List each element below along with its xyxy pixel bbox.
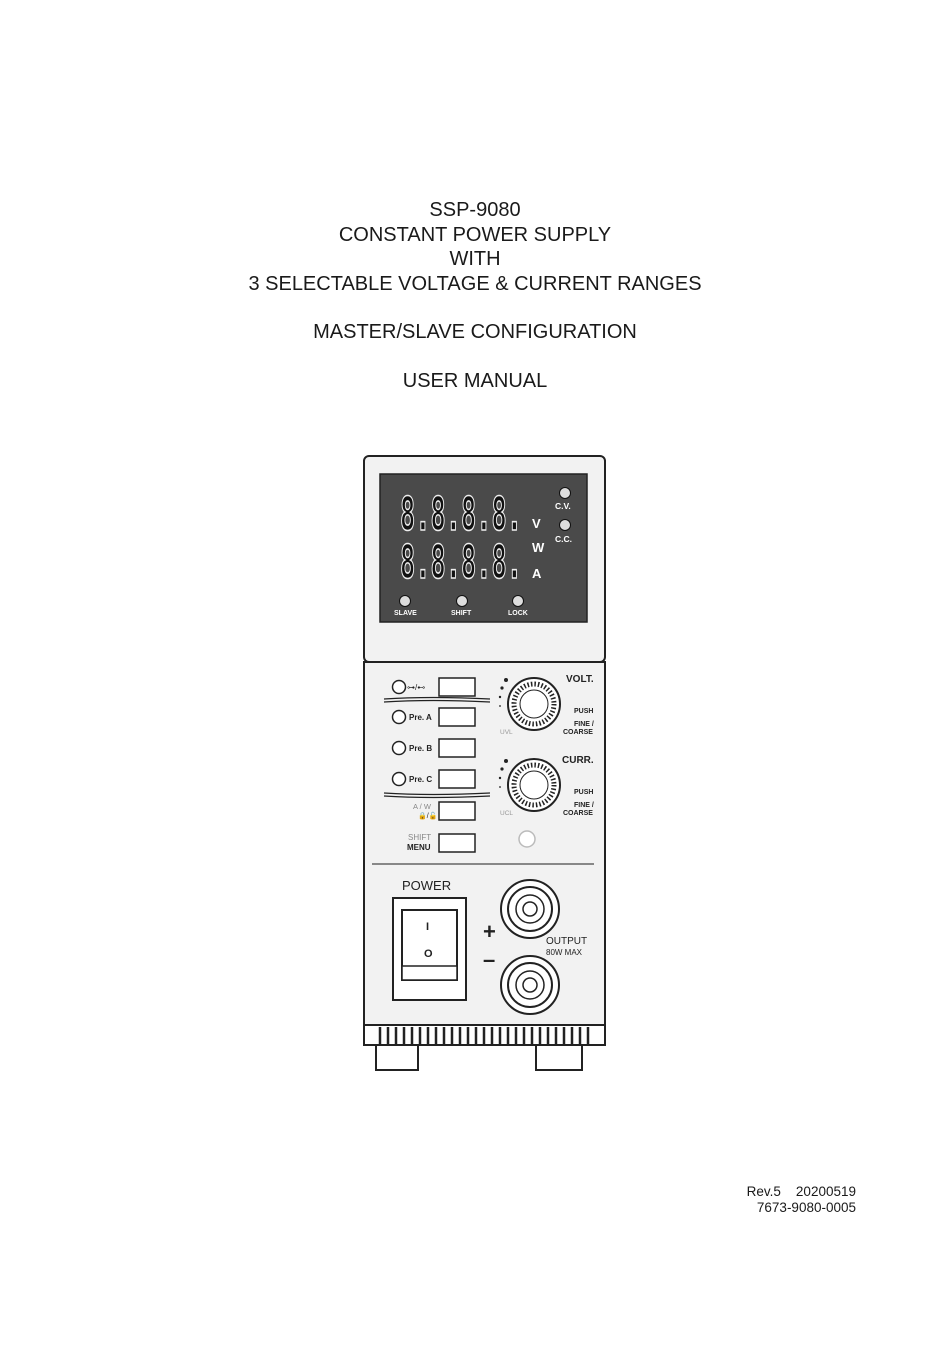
led-cc-label: C.C.: [555, 534, 572, 544]
power-switch-lower: [401, 965, 458, 981]
volt-push-label: PUSH: [574, 708, 593, 715]
switch-on-mark: I: [426, 921, 429, 933]
curr-fine-label: FINE /: [574, 802, 594, 809]
curr-push-label: PUSH: [574, 789, 593, 796]
curr-coarse-label: COARSE: [563, 810, 593, 817]
indicator-led-icon: [518, 830, 536, 848]
led-slave-icon: [399, 595, 411, 607]
curr-label: CURR.: [562, 755, 594, 766]
preset-b-label: Pre. B: [409, 744, 432, 753]
lock-key-icon: 🔒/🔓: [418, 811, 437, 820]
title-line-6: USER MANUAL: [402, 369, 548, 392]
unit-a: A: [532, 566, 542, 581]
led-lock-icon: [512, 595, 524, 607]
preset-keys: [391, 677, 476, 853]
part-number: 7673-9080-0005: [756, 1200, 856, 1215]
revision-date: Rev.5 20200519: [746, 1184, 856, 1199]
vent-slats: [378, 1027, 590, 1044]
led-cv-label: C.V.: [555, 501, 571, 511]
model-name: SSP-9080: [429, 199, 521, 221]
curr-knob-icon: [498, 758, 561, 812]
led-lock-label: LOCK: [508, 610, 528, 617]
negative-terminal-icon: [500, 955, 560, 1015]
volt-label: VOLT.: [566, 674, 594, 685]
aw-label: A / W: [413, 802, 432, 811]
unit-v: V: [532, 516, 541, 531]
menu-label: MENU: [407, 843, 431, 852]
unit-w: W: [532, 540, 545, 555]
title-line-3: WITH: [449, 248, 501, 270]
display-digits-bottom: 8.8.8.8.: [400, 535, 522, 589]
title-line-5: MASTER/SLAVE CONFIGURATION: [313, 321, 637, 343]
preset-c-label: Pre. C: [409, 775, 432, 784]
foot-left: [375, 1044, 419, 1071]
volt-coarse-label: COARSE: [563, 729, 593, 736]
display-digits-top: 8.8.8.8.: [400, 487, 522, 541]
led-cc-icon: [559, 519, 571, 531]
display-panel: [379, 473, 588, 623]
led-slave-label: SLAVE: [394, 610, 417, 617]
led-cv-icon: [559, 487, 571, 499]
manual-title: SSP-9080 CONSTANT POWER SUPPLY WITH 3 SE…: [0, 198, 950, 393]
led-shift-icon: [456, 595, 468, 607]
power-label: POWER: [402, 878, 451, 893]
uvl-label: UVL: [500, 729, 513, 736]
preset-a-label: Pre. A: [409, 713, 432, 722]
output-max-label: 80W MAX: [546, 948, 583, 957]
ucl-label: UCL: [500, 810, 513, 817]
output-key-icon: ⊶/⊷: [407, 683, 425, 692]
title-line-4: 3 SELECTABLE VOLTAGE & CURRENT RANGES: [248, 272, 702, 295]
shift-label: SHIFT: [408, 833, 431, 842]
volt-knob-icon: [498, 677, 561, 731]
switch-off-mark: O: [424, 948, 433, 960]
revision-info: Rev.5 20200519 7673-9080-0005: [747, 1184, 856, 1216]
output-label: OUTPUT: [546, 936, 587, 947]
foot-right: [535, 1044, 583, 1071]
positive-terminal-icon: [500, 879, 560, 939]
plus-mark: +: [483, 919, 496, 944]
volt-fine-label: FINE /: [574, 721, 594, 728]
minus-mark: –: [483, 947, 495, 972]
power-supply-illustration: 8.8.8.8. 8.8.8.8. V W A C.V. C.C. SLAVE …: [360, 452, 610, 1074]
led-shift-label: SHIFT: [451, 610, 472, 617]
title-line-2: CONSTANT POWER SUPPLY: [338, 223, 612, 246]
key-group-brackets: [383, 696, 491, 799]
